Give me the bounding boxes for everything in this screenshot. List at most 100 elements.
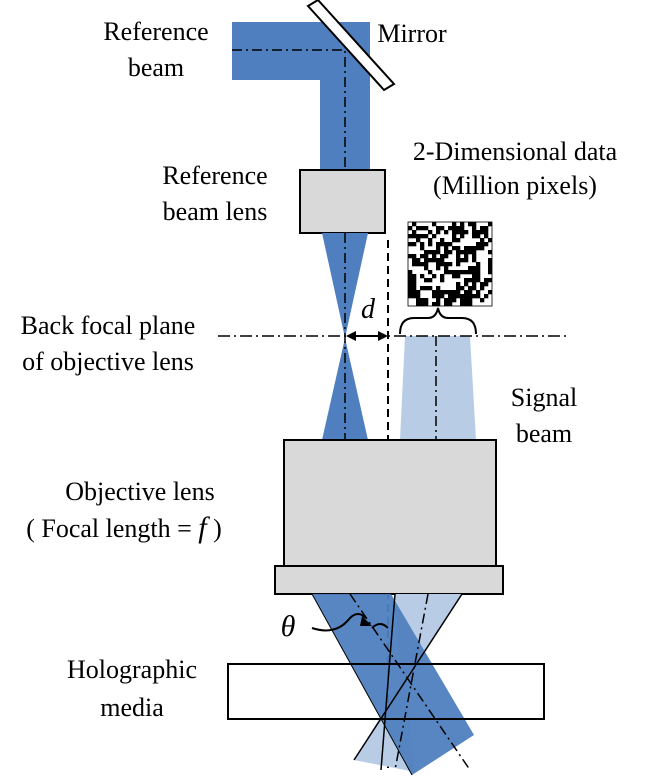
data-pixel	[468, 246, 473, 251]
data-pixel	[448, 242, 453, 247]
data-pixel	[464, 290, 469, 295]
data-pixel	[416, 238, 421, 243]
data-pixel	[456, 262, 461, 267]
data-pixel	[476, 278, 481, 283]
data-pixel	[444, 242, 449, 247]
data-pixel	[424, 266, 429, 271]
data-pixel	[468, 290, 473, 295]
data-pixel	[440, 278, 445, 283]
data-pixel	[416, 262, 421, 267]
data-pixel	[420, 234, 425, 239]
data-pixel	[432, 258, 437, 263]
data-pixel	[436, 298, 441, 303]
data-pixel	[448, 298, 453, 303]
data-pixel	[436, 258, 441, 263]
data-pixel	[456, 286, 461, 291]
data-pixel	[472, 250, 477, 255]
data-pixel	[408, 254, 413, 259]
data-pixel	[456, 226, 461, 231]
data-pixel	[472, 226, 477, 231]
data-pixel	[424, 250, 429, 255]
data-pixel	[484, 226, 489, 231]
data-pixel	[420, 274, 425, 279]
data-pixel	[412, 234, 417, 239]
data-pixel	[444, 270, 449, 275]
data-pixel	[428, 242, 433, 247]
mirror	[306, 0, 396, 92]
reference-beam-converging-cone	[322, 233, 368, 338]
signal-label-1: Signal	[511, 383, 577, 412]
data-pixel	[468, 270, 473, 275]
data-pixel	[476, 294, 481, 299]
data-pixel	[428, 230, 433, 235]
data-pixel	[440, 294, 445, 299]
data-pixel	[468, 250, 473, 255]
data-pixel	[444, 230, 449, 235]
objective-lens-body	[283, 439, 497, 567]
data-pixel	[464, 250, 469, 255]
data-pixel	[460, 294, 465, 299]
data-pixel	[480, 282, 485, 287]
data-pixel	[464, 230, 469, 235]
data-pixel	[408, 290, 413, 295]
data-pixel	[416, 258, 421, 263]
data-pixel	[472, 234, 477, 239]
data-pixel	[424, 286, 429, 291]
data-pixel	[476, 290, 481, 295]
data-pixel	[460, 230, 465, 235]
data-pixel	[436, 230, 441, 235]
reference-beam-lens	[299, 169, 386, 234]
d-label: d	[361, 294, 376, 325]
data-pixel	[408, 274, 413, 279]
data-pixel	[432, 302, 437, 306]
data-pixel	[480, 238, 485, 243]
data-pixel	[488, 250, 492, 255]
data-pixel	[480, 242, 485, 247]
data-pixel	[448, 290, 453, 295]
data-pixel	[468, 298, 473, 303]
data-pixel	[412, 254, 417, 259]
data-pixel	[484, 242, 489, 247]
holographic-media	[227, 663, 545, 720]
signal-beam	[400, 336, 476, 440]
data-pixel	[452, 274, 457, 279]
data-pixel	[412, 230, 417, 235]
data-pixel	[460, 270, 465, 275]
signal-label-2: beam	[516, 419, 572, 448]
data-pixel	[408, 270, 413, 275]
data-pixel	[468, 278, 473, 283]
data-pixel	[480, 298, 485, 303]
data-pixel	[424, 234, 429, 239]
data-pixel	[484, 282, 489, 287]
data-pixel	[488, 258, 492, 263]
data-pixel	[456, 246, 461, 251]
data-pixel	[432, 274, 437, 279]
data-pixel	[420, 302, 425, 306]
data-pixel	[452, 222, 457, 227]
data-pixel	[480, 226, 485, 231]
data-pixel	[476, 270, 481, 275]
holo-label-2: media	[100, 693, 164, 722]
data-pixel	[456, 282, 461, 287]
data-pixel	[428, 278, 433, 283]
data-pixel	[472, 278, 477, 283]
data-pixel	[432, 290, 437, 295]
data-pixel	[416, 226, 421, 231]
data-pixel	[444, 250, 449, 255]
data-pixel	[420, 246, 425, 251]
data-pixel	[480, 286, 485, 291]
reference-beam-label-2: beam	[128, 53, 184, 82]
data-pixel	[440, 290, 445, 295]
data-pixel	[456, 294, 461, 299]
data-pixel	[416, 302, 421, 306]
data-pixel	[464, 298, 469, 303]
data-pixel	[436, 266, 441, 271]
data-pixel	[464, 282, 469, 287]
data-pixel	[456, 254, 461, 259]
data-pixel	[472, 282, 477, 287]
data-pixel	[416, 294, 421, 299]
data-pixel	[412, 282, 417, 287]
data-pixel	[476, 246, 481, 251]
data-pixel	[436, 294, 441, 299]
